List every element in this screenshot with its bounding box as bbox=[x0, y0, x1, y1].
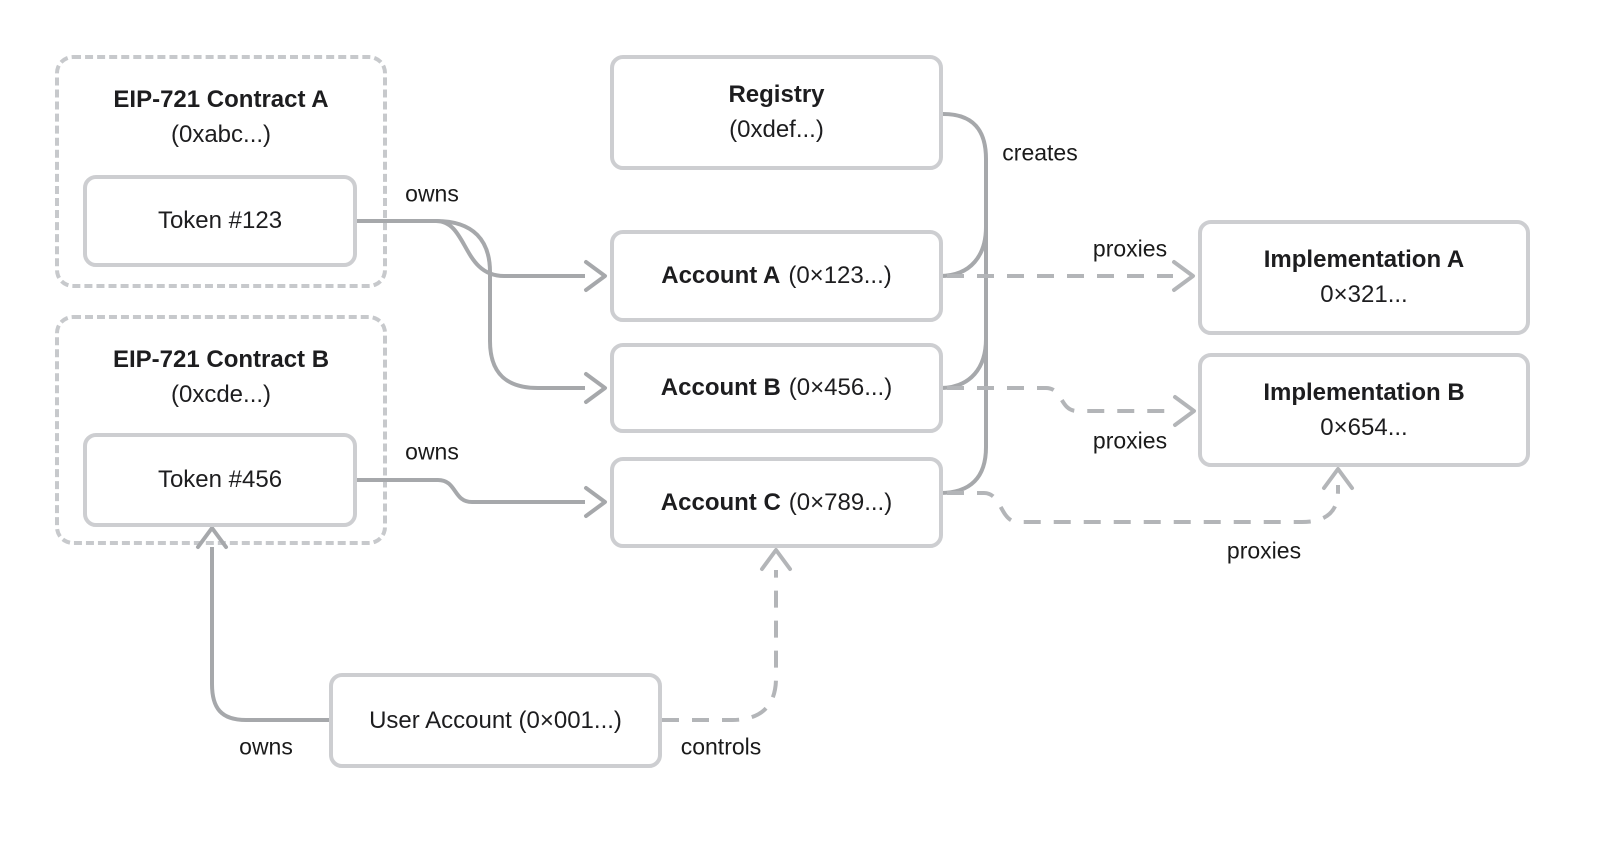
implementation-b-address: 0×654... bbox=[1320, 413, 1408, 441]
contract-a-title: EIP-721 Contract A bbox=[113, 86, 329, 113]
edge-label-creates: creates bbox=[1002, 139, 1078, 166]
node-account-b: Account B (0×456...) bbox=[610, 343, 943, 433]
arrowhead-accountC-bottom bbox=[760, 548, 792, 571]
edge-owns-user-token456 bbox=[210, 547, 329, 722]
node-implementation-b: Implementation B 0×654... bbox=[1198, 353, 1530, 467]
arrowhead-token456 bbox=[196, 526, 228, 549]
contract-b-address: (0xcde...) bbox=[170, 381, 272, 408]
account-a-title: Account A bbox=[661, 262, 781, 289]
node-account-a: Account A (0×123...) bbox=[610, 230, 943, 322]
contract-b-title: EIP-721 Contract B bbox=[112, 346, 330, 373]
node-token-123: Token #123 bbox=[83, 175, 357, 267]
user-account-label: User Account (0×001...) bbox=[369, 706, 622, 734]
registry-address: (0xdef...) bbox=[729, 116, 824, 143]
edge-owns-token456-accountC bbox=[357, 478, 585, 504]
edge-creates-trunk bbox=[939, 112, 988, 495]
implementation-a-title: Implementation A bbox=[1263, 246, 1465, 273]
arrowhead-implA bbox=[1172, 260, 1195, 292]
edge-label-proxies-b: proxies bbox=[1092, 427, 1168, 454]
arrowhead-implB-bottom bbox=[1322, 467, 1354, 490]
implementation-a-address: 0×321... bbox=[1320, 281, 1408, 308]
edge-proxies-accountC-implB bbox=[947, 485, 1340, 524]
edge-label-proxies-a: proxies bbox=[1092, 235, 1168, 262]
edge-label-owns-token123: owns bbox=[405, 180, 459, 207]
edge-label-owns-token456: owns bbox=[405, 438, 459, 465]
edge-proxies-accountB-implB bbox=[947, 386, 1174, 413]
token-456-label: Token #456 bbox=[157, 466, 283, 493]
node-implementation-a: Implementation A 0×321... bbox=[1198, 220, 1530, 335]
node-token-456: Token #456 bbox=[83, 433, 357, 527]
account-b-address: (0×456...) bbox=[788, 374, 893, 401]
account-a-address: (0×123...) bbox=[788, 262, 892, 289]
account-c-address: (0×789...) bbox=[788, 488, 893, 516]
account-c-title: Account C bbox=[660, 488, 781, 516]
edge-label-controls: controls bbox=[680, 733, 762, 760]
edge-owns-token123-accountB bbox=[357, 219, 585, 390]
contract-a-address: (0xabc...) bbox=[170, 121, 272, 148]
node-account-c: Account C (0×789...) bbox=[610, 457, 943, 548]
node-registry: Registry (0xdef...) bbox=[610, 55, 943, 170]
account-b-title: Account B bbox=[660, 374, 781, 401]
arrowhead-implB-side bbox=[1173, 395, 1196, 427]
arrowhead-accountB bbox=[584, 372, 607, 404]
arrowhead-accountC bbox=[584, 486, 607, 518]
token-123-label: Token #123 bbox=[157, 207, 283, 234]
container-eip721-contract-a: EIP-721 Contract A (0xabc...) bbox=[55, 55, 387, 288]
edge-creates-branch-accountA bbox=[939, 226, 988, 278]
edge-controls-user-accountC bbox=[662, 570, 778, 722]
implementation-b-title: Implementation B bbox=[1263, 378, 1465, 406]
edge-label-owns-user: owns bbox=[239, 733, 293, 760]
node-user-account: User Account (0×001...) bbox=[329, 673, 662, 768]
registry-title: Registry bbox=[728, 81, 825, 108]
edge-label-proxies-c: proxies bbox=[1226, 537, 1302, 564]
edge-creates-branch-accountB bbox=[939, 338, 988, 390]
arrowhead-accountA bbox=[584, 260, 607, 292]
